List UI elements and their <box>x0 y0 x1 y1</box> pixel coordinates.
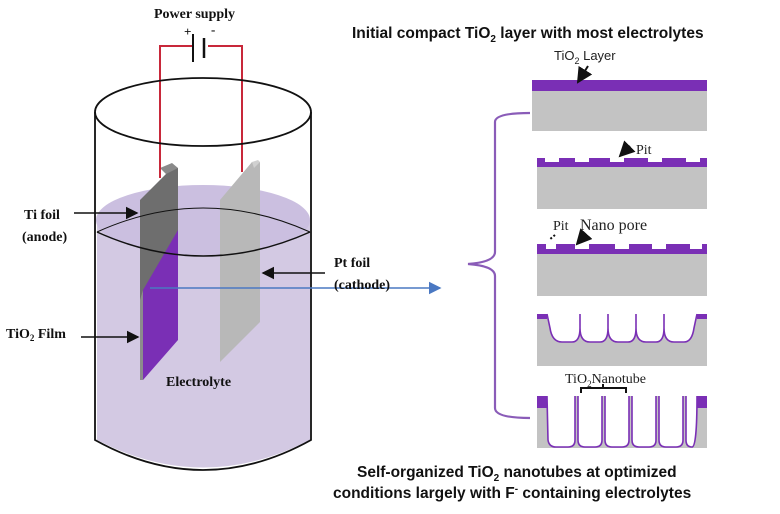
tio2-layer-label: TiO2 Layer <box>554 48 616 66</box>
stage-pit-formation: Pit <box>537 140 707 209</box>
pt-foil-label: Pt foil <box>334 256 370 271</box>
bottom-caption-line1: Self-organized TiO2 nanotubes at optimiz… <box>357 464 677 484</box>
pit-label-2: Pit <box>553 219 569 234</box>
pt-foil-cathode <box>220 162 260 362</box>
minus-label: - <box>211 22 215 37</box>
ti-foil-edge <box>160 163 178 174</box>
electrolyte-line <box>96 231 311 257</box>
electrolyte-label: Electrolyte <box>166 375 231 390</box>
nano-pore-arrow <box>575 228 593 246</box>
wire-cathode <box>208 45 243 172</box>
tio2-film <box>143 230 178 380</box>
bottom-caption-line2: conditions largely with F- containing el… <box>333 484 691 502</box>
stage-nano-pore: Pit Nano pore <box>537 217 707 296</box>
electrolyte-back <box>96 207 311 233</box>
battery-icon <box>192 34 206 62</box>
nanotube-formation-stages: Initial compact TiO2 layer with most ele… <box>333 25 707 502</box>
stage-bracket <box>467 111 531 420</box>
plus-label: + <box>184 24 191 39</box>
stage-nanotubes: TiO2Nanotube <box>537 372 707 448</box>
beaker-body <box>94 112 312 471</box>
tio2-film-shade <box>140 290 143 380</box>
ti-foil-label: Ti foil <box>24 208 60 223</box>
top-title: Initial compact TiO2 layer with most ele… <box>352 25 704 45</box>
pit-label: Pit <box>636 143 652 158</box>
power-supply-label: Power supply <box>154 7 235 22</box>
pt-foil-edge <box>252 160 260 168</box>
nano-pore-label: Nano pore <box>580 217 647 234</box>
beaker-rim <box>94 77 312 147</box>
wire-anode <box>159 45 193 178</box>
electrochemical-cell: Power supply + - Ti foil (anode) Pt foil… <box>6 7 442 471</box>
stage-tube-growth <box>537 313 707 366</box>
stage-compact-layer: TiO2 Layer <box>532 48 707 131</box>
nanotube-brace <box>580 384 627 393</box>
tio2-film-label: TiO2 Film <box>6 327 66 343</box>
tio2-layer-arrow <box>576 65 593 84</box>
anode-label: (anode) <box>22 230 67 245</box>
pit-arrow <box>618 140 636 158</box>
cathode-label: (cathode) <box>334 278 390 293</box>
pit-arrow-2 <box>548 234 556 241</box>
nanotube-label: TiO2Nanotube <box>565 372 646 389</box>
